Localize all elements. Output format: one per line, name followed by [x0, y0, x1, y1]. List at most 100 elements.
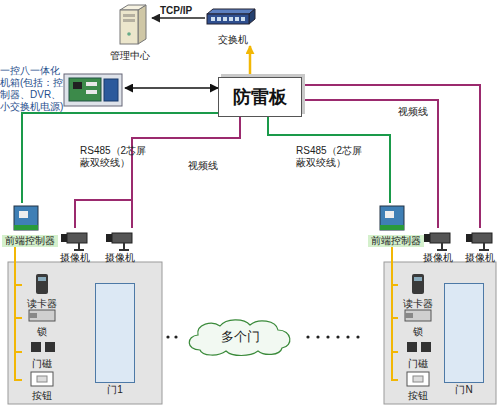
camera-icon	[479, 249, 489, 251]
node-label: 门磁	[390, 358, 446, 370]
cabinet-icon	[73, 82, 82, 89]
node-label: 门磁	[14, 358, 70, 370]
device-icon	[421, 342, 431, 352]
node-label: 读卡器	[14, 298, 70, 310]
edge-label: 视频线	[188, 160, 228, 172]
device-icon	[407, 372, 429, 386]
camera-icon	[430, 233, 450, 243]
door-panel	[384, 262, 496, 404]
server-icon	[123, 14, 135, 17]
cloud: 多个门	[180, 316, 300, 358]
card-reader: 读卡器	[398, 272, 438, 310]
door: 门1	[95, 283, 135, 383]
edge-label: RS485（2芯屏蔽双绞线）	[80, 145, 148, 169]
node-label: 按钮	[14, 390, 70, 402]
switch-icon	[235, 17, 239, 21]
node-label: 摄像机	[452, 252, 500, 264]
node-label: 摄像机	[92, 252, 148, 264]
connector	[125, 87, 218, 89]
door: 门N	[444, 283, 484, 383]
node-label: 锁	[390, 326, 446, 338]
server-icon	[120, 10, 138, 44]
lock: 锁	[398, 308, 438, 338]
camera-icon	[437, 249, 447, 251]
switch-icon	[217, 17, 221, 21]
cabinet-icon	[104, 79, 118, 101]
cabinet-icon	[64, 74, 122, 106]
card-reader: 读卡器	[22, 272, 62, 310]
camera: 摄像机	[418, 228, 458, 264]
device-icon	[37, 376, 47, 382]
cabinet-icon	[64, 74, 122, 106]
controller-icon	[380, 225, 404, 230]
camera-icon	[106, 234, 112, 242]
device-icon	[413, 376, 423, 382]
node-label: 防雷板	[233, 86, 287, 108]
node-label: 一控八一体化机箱(包括：控制器、DVR、小交换机电源)	[0, 65, 64, 113]
node-label: 按钮	[390, 390, 446, 402]
server-icon	[127, 32, 131, 36]
connector	[132, 117, 240, 228]
device-icon	[405, 310, 431, 321]
server-icon	[138, 5, 146, 44]
camera-icon	[61, 233, 492, 251]
camera-icon	[123, 243, 125, 250]
connector	[152, 17, 205, 19]
front-controller: 前端控制器	[368, 203, 424, 247]
ellipsis-dots	[346, 335, 349, 338]
camera-icon	[119, 249, 129, 251]
front-controller: 前端控制器	[2, 203, 58, 247]
door-panel	[8, 262, 162, 404]
node-label: 门N	[445, 384, 483, 396]
camera-icon	[61, 234, 67, 242]
switch-icon	[207, 9, 255, 24]
camera-icon	[472, 233, 492, 243]
device-icon	[412, 274, 424, 294]
node-label: 摄像机	[47, 252, 103, 264]
ellipsis-dots	[306, 335, 309, 338]
node-label: 交换机	[197, 34, 269, 46]
exit-button: 按钮	[398, 370, 438, 402]
camera-icon	[112, 233, 132, 243]
edge-label: TCP/IP	[160, 5, 200, 17]
edge-label: 视频线	[398, 106, 438, 118]
node-label: 摄像机	[410, 252, 466, 264]
camera-icon	[483, 243, 485, 250]
server-icon	[120, 5, 146, 10]
camera-icon	[78, 243, 80, 250]
switch-icon	[207, 9, 255, 14]
node-label: 读卡器	[390, 298, 446, 310]
device-icon	[405, 313, 413, 318]
cloud-shape	[189, 320, 290, 356]
node-label: 前端控制器	[2, 235, 58, 247]
ellipsis-dots	[326, 335, 329, 338]
controller-icon	[385, 211, 394, 218]
connector	[75, 117, 240, 228]
controller-icon	[14, 206, 404, 230]
device-icon	[29, 274, 431, 386]
camera: 摄像机	[460, 228, 500, 264]
switch-icon	[229, 17, 233, 21]
control-cabinet: 一控八一体化机箱(包括：控制器、DVR、小交换机电源)	[0, 65, 125, 110]
device-icon	[407, 342, 417, 352]
switch-icon	[241, 17, 245, 21]
switch-icon	[223, 17, 227, 21]
node-label: 管理中心	[100, 50, 160, 62]
camera-icon	[67, 233, 87, 243]
controller-icon	[14, 225, 38, 230]
edge-label: RS485（2芯屏蔽双绞线）	[296, 145, 364, 169]
device-icon	[414, 277, 422, 281]
ellipsis-dots	[356, 335, 359, 338]
server-node: 管理中心	[108, 2, 152, 62]
connector	[302, 85, 480, 228]
door-panel	[8, 262, 496, 404]
node-label: 前端控制器	[368, 235, 424, 247]
camera-icon	[466, 234, 472, 242]
connector	[15, 247, 22, 285]
device-icon	[45, 342, 55, 352]
camera-icon	[441, 243, 443, 250]
door-sensor: 门磁	[22, 340, 62, 370]
device-icon	[31, 342, 41, 352]
connector	[392, 247, 398, 380]
